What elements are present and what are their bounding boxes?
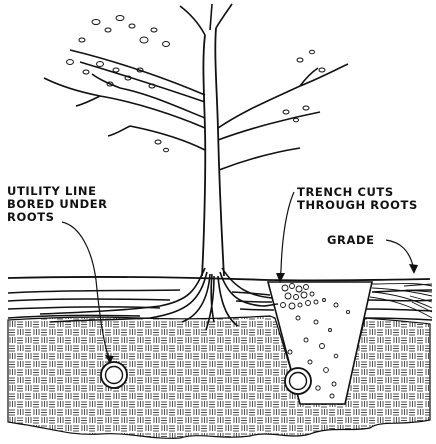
subsoil-texture [8, 316, 430, 438]
utility-label-line-3: ROOTS [7, 211, 108, 224]
bored-utility-pipe [101, 362, 127, 388]
tree-branches [44, 4, 348, 170]
trench-utility-pipe [285, 368, 311, 394]
utility-line-label: UTILITY LINE BORED UNDER ROOTS [7, 185, 108, 224]
tree-leaves [67, 16, 326, 152]
trench-label-line-2: THROUGH ROOTS [297, 199, 418, 212]
trench-cuts-label: TRENCH CUTS THROUGH ROOTS [297, 186, 418, 212]
tree-trunk [202, 28, 224, 276]
grade-label: GRADE [327, 234, 375, 247]
